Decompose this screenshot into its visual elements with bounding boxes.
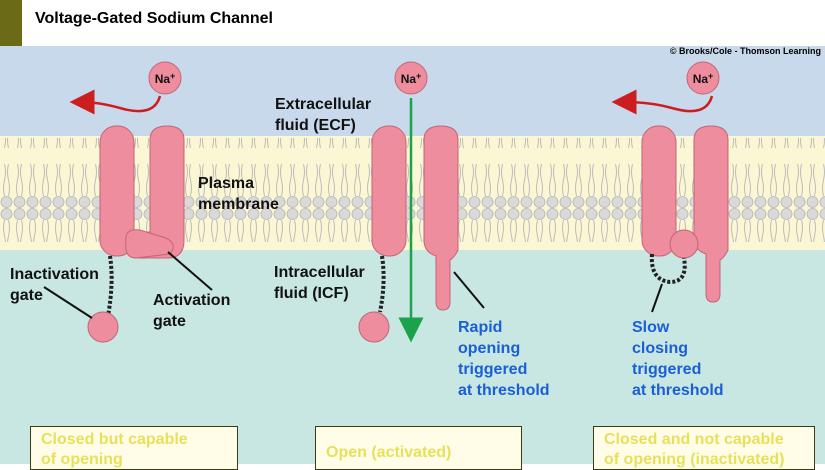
- na-repelled-arrow-inactivated: [611, 89, 714, 115]
- channel-closed-left-subunit: [99, 125, 135, 257]
- slow-pointer: [651, 283, 663, 313]
- ecf-label: Extracellular fluid (ECF): [275, 96, 372, 134]
- inactivation-gate-ball: [87, 311, 119, 343]
- channel-open: [358, 61, 485, 343]
- na-ion-inactivated: [686, 61, 720, 95]
- state-inactivated-box: Closed and not capable of opening (inact…: [593, 426, 815, 470]
- inactivation-pointer: [43, 286, 93, 319]
- channel-inactivated-left-subunit: [641, 125, 677, 257]
- channel-inactivated: [611, 61, 729, 313]
- page-title: Voltage-Gated Sodium Channel: [35, 10, 273, 27]
- activation-pointer: [167, 251, 213, 291]
- na-ion-label-inactivated: Na+: [693, 71, 714, 86]
- na-ion-label-open: Na+: [401, 71, 422, 86]
- na-ion-label: Na+: [155, 71, 176, 86]
- slow-closing-label: Slow closing triggered at threshold: [632, 319, 724, 399]
- lipid-bilayer: [0, 138, 825, 242]
- na-repelled-arrow: [69, 89, 162, 115]
- rapid-pointer: [453, 271, 485, 309]
- membrane-label: Plasma membrane: [198, 175, 279, 213]
- rapid-opening-label: Rapid opening triggered at threshold: [458, 319, 550, 399]
- icf-label: Intracellular fluid (ICF): [274, 264, 365, 302]
- inactivation-gate-label: Inactivation gate: [10, 266, 99, 304]
- state-open-box: Open (activated): [315, 426, 522, 470]
- image-credit: © Brooks/Cole - Thomson Learning: [669, 46, 821, 56]
- channel-closed: [43, 61, 213, 343]
- channel-inactivated-right-subunit: [693, 125, 729, 303]
- activation-gate-label: Activation gate: [153, 292, 231, 330]
- inactivation-gate-chain-plugged: [649, 253, 687, 285]
- na-ion-open: [394, 61, 428, 95]
- inactivation-gate-ball-plugged: [669, 229, 699, 259]
- channel-open-left-subunit: [371, 125, 407, 257]
- title-accent-bar: [0, 0, 22, 46]
- state-closed-box: Closed but capable of opening: [30, 426, 238, 470]
- inactivation-gate-chain-open: [378, 255, 386, 313]
- channel-open-right-subunit: [423, 125, 459, 311]
- state-open-label: Open (activated): [326, 444, 452, 461]
- inactivation-gate-ball-open: [358, 311, 390, 343]
- activation-gate-flap: [125, 229, 174, 259]
- na-ion: [148, 61, 182, 95]
